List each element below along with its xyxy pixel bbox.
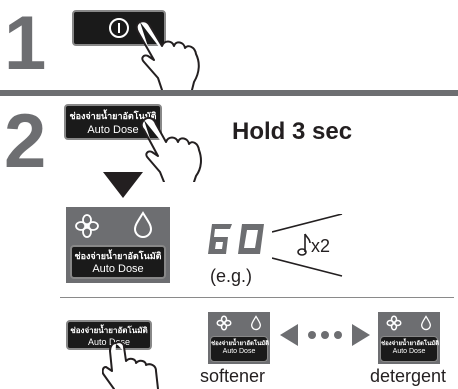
section-divider (60, 297, 454, 298)
softener-flower-icon (216, 315, 232, 331)
softener-flower-icon (75, 214, 99, 238)
auto-dose-thai-label: ช่องจ่ายน้ำยาอัตโนมัติ (69, 112, 157, 122)
auto-dose-en-label: Auto Dose (392, 348, 426, 355)
step-number-2: 2 (4, 99, 47, 184)
detergent-drop-icon (420, 315, 432, 331)
step-divider (0, 90, 458, 96)
auto-dose-button-detergent[interactable]: ช่องจ่ายน้ำยาอัตโนมัติ Auto Dose (380, 336, 440, 362)
auto-dose-en-label: Auto Dose (87, 124, 139, 136)
down-arrow-icon (103, 172, 143, 198)
auto-dose-button-softener[interactable]: ช่องจ่ายน้ำยาอัตโนมัติ Auto Dose (210, 336, 270, 362)
beep-count: x2 (311, 236, 331, 256)
auto-dose-en-label: Auto Dose (87, 337, 131, 347)
detergent-label: detergent (370, 366, 447, 386)
auto-dose-button-small[interactable]: ช่องจ่ายน้ำยาอัตโนมัติ Auto Dose (66, 320, 152, 350)
hand-press-icon (135, 20, 200, 90)
music-note-icon (297, 233, 311, 256)
left-arrow-icon (280, 324, 298, 346)
auto-dose-en-label: Auto Dose (92, 263, 144, 275)
power-icon (109, 18, 129, 38)
digit-display: 60 (206, 222, 268, 258)
auto-dose-thai-label: ช่องจ่ายน้ำยาอัตโนมัติ (70, 326, 148, 335)
softener-panel: ช่องจ่ายน้ำยาอัตโนมัติ Auto Dose (208, 312, 270, 364)
auto-dose-en-label: Auto Dose (222, 348, 256, 355)
hand-press-icon (102, 341, 159, 389)
auto-dose-button-panel[interactable]: ช่องจ่ายน้ำยาอัตโนมัติ Auto Dose (70, 245, 166, 279)
softener-flower-icon (386, 315, 402, 331)
right-arrow-icon (352, 324, 370, 346)
display-digits: 60 (206, 222, 207, 223)
detergent-drop-icon (133, 211, 153, 238)
beep-lines (272, 214, 343, 277)
example-label: (e.g.) (210, 266, 253, 286)
auto-dose-thai-label: ช่องจ่ายน้ำยาอัตโนมัติ (211, 340, 270, 347)
toggle-arrows (280, 324, 370, 346)
dots-icon (308, 331, 316, 339)
softener-label: softener (200, 366, 266, 386)
control-panel: ช่องจ่ายน้ำยาอัตโนมัติ Auto Dose (66, 207, 170, 283)
detergent-panel: ช่องจ่ายน้ำยาอัตโนมัติ Auto Dose (378, 312, 440, 364)
hold-instruction: Hold 3 sec (232, 118, 353, 145)
auto-dose-thai-label: ช่องจ่ายน้ำยาอัตโนมัติ (381, 340, 440, 347)
detergent-drop-icon (250, 315, 262, 331)
hand-press-icon (140, 116, 202, 182)
auto-dose-thai-label: ช่องจ่ายน้ำยาอัตโนมัติ (74, 252, 162, 262)
step-number-1: 1 (4, 1, 47, 86)
